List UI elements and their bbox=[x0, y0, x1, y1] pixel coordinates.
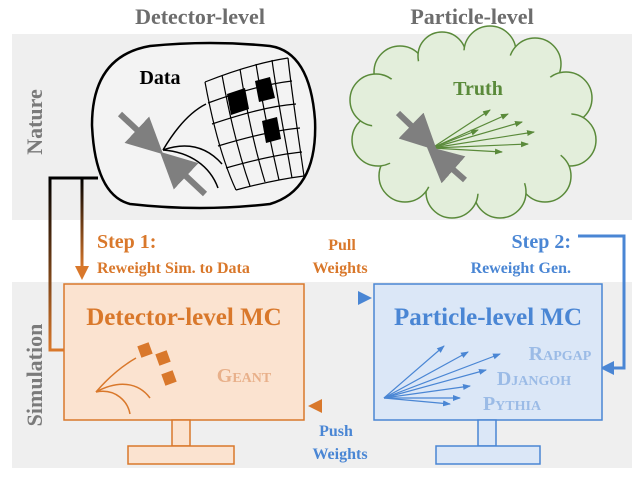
step2-title: Step 2: bbox=[512, 231, 571, 253]
particle-mc-screen bbox=[373, 283, 603, 421]
nature-row-label: Nature bbox=[22, 89, 47, 155]
step1-subtitle: Reweight Sim. to Data bbox=[97, 260, 250, 277]
push-label-line1: Push bbox=[319, 423, 353, 440]
detector-grid bbox=[204, 57, 305, 191]
particle-mc-monitor: Particle-level MC Rapgap Djangoh Pythia bbox=[373, 283, 603, 465]
truth-beam-arrow-lower bbox=[426, 146, 467, 184]
detector-mc-stand bbox=[171, 419, 191, 447]
pull-label-line1: Pull bbox=[328, 237, 356, 254]
pull-arrow bbox=[306, 291, 372, 305]
particle-mc-title: Particle-level MC bbox=[394, 304, 582, 331]
generator-rapgap: Rapgap bbox=[529, 343, 592, 365]
detector-mc-monitor: Detector-level MC Geant bbox=[63, 283, 305, 465]
detector-level-header: Detector-level bbox=[135, 4, 265, 29]
push-label-line2: Weights bbox=[312, 446, 367, 463]
data-panel: Data bbox=[90, 41, 317, 210]
pull-label-line2: Weights bbox=[312, 260, 367, 277]
particle-mc-stand bbox=[477, 419, 497, 447]
detector-mc-title: Detector-level MC bbox=[86, 304, 281, 331]
data-blob bbox=[90, 41, 317, 210]
beam-arrow-lower bbox=[159, 151, 208, 197]
step1-loop-arrow bbox=[48, 176, 98, 352]
detector-hits bbox=[227, 77, 281, 143]
particle-mc-base bbox=[435, 445, 541, 465]
simulation-row-label: Simulation bbox=[22, 324, 47, 427]
truth-particle-arrows bbox=[431, 109, 535, 155]
particle-mc-arrows bbox=[383, 345, 501, 407]
detector-mc-hits bbox=[137, 342, 177, 386]
truth-beam-arrow-upper bbox=[395, 110, 437, 151]
truth-label: Truth bbox=[453, 78, 503, 100]
particle-level-header: Particle-level bbox=[410, 4, 533, 29]
detector-mc-base bbox=[127, 445, 235, 465]
step2-subtitle: Reweight Gen. bbox=[471, 260, 571, 277]
data-label: Data bbox=[139, 67, 180, 89]
step1-title: Step 1: bbox=[97, 231, 156, 253]
detector-mc-tracks bbox=[95, 357, 151, 415]
push-arrow bbox=[308, 399, 372, 413]
generator-pythia: Pythia bbox=[483, 393, 542, 415]
truth-panel: Truth bbox=[349, 25, 597, 219]
beam-arrow-upper bbox=[117, 111, 164, 155]
step2-loop-arrow bbox=[578, 234, 626, 375]
generator-djangoh: Djangoh bbox=[497, 368, 571, 390]
detector-mc-screen bbox=[63, 283, 305, 421]
geant-label: Geant bbox=[217, 365, 272, 387]
